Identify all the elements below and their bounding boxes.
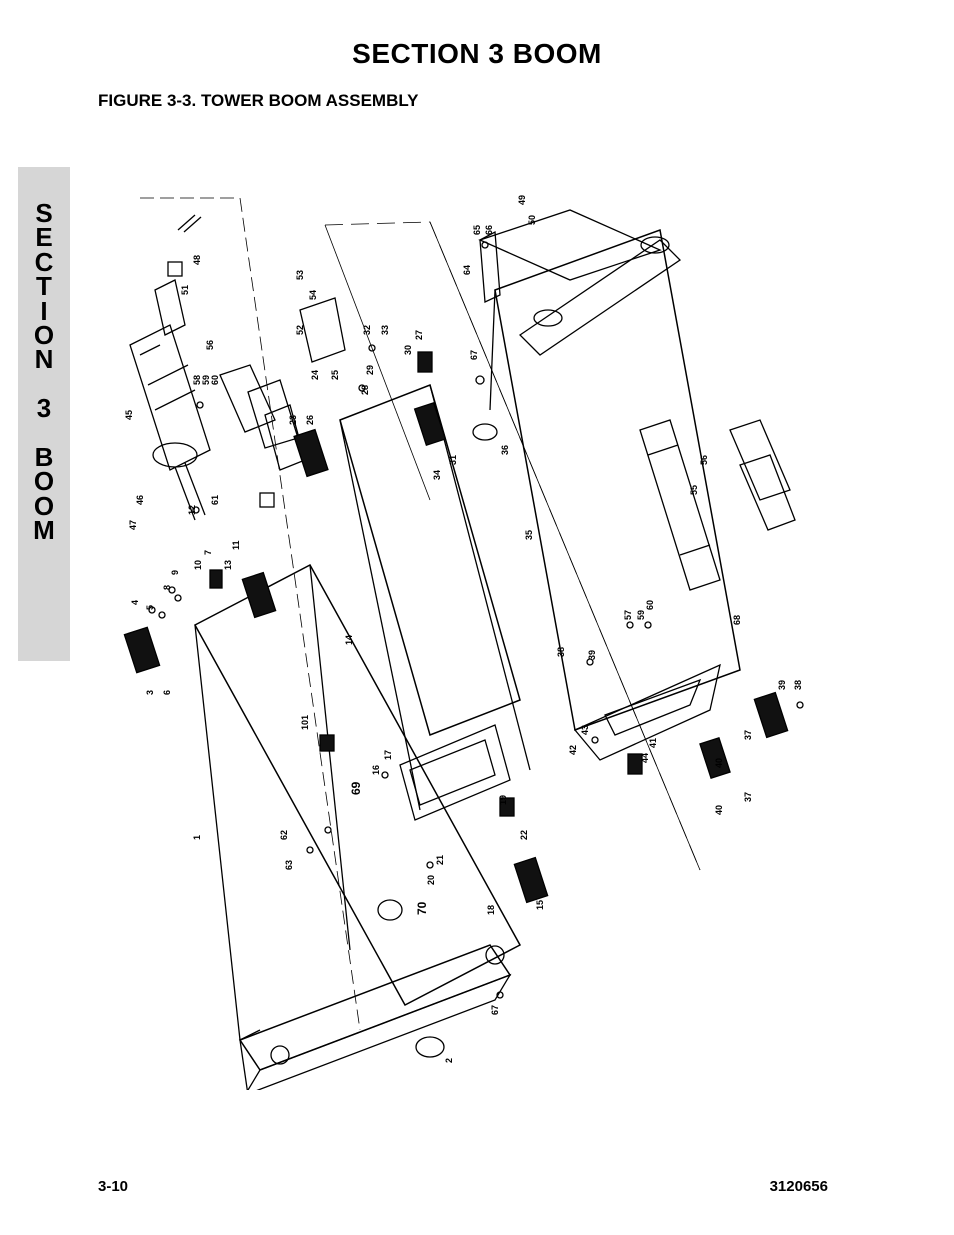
side-tab-letter: M [33, 515, 55, 546]
part-callout-62: 62 [279, 830, 289, 840]
part-callout-69: 69 [349, 781, 363, 795]
side-tab-letter: B [34, 441, 54, 472]
part-callout-59: 59 [636, 610, 646, 620]
part-callout-12: 12 [187, 505, 197, 515]
part-callout-23: 23 [288, 415, 298, 425]
part-callout-55: 55 [689, 485, 699, 495]
part-callout-47: 47 [128, 520, 138, 530]
part-callout-40: 40 [714, 758, 724, 768]
section-title: SECTION 3 BOOM [352, 38, 602, 69]
side-tab-letter: N [34, 344, 54, 375]
part-callout-35: 35 [524, 530, 534, 540]
part-callout-5: 5 [145, 605, 155, 610]
side-tab-letter: O [33, 490, 55, 521]
side-tab-letter: E [35, 222, 53, 253]
part-callout-42: 42 [568, 745, 578, 755]
part-callout-15: 15 [535, 900, 545, 910]
part-callout-22: 22 [519, 830, 529, 840]
part-callout-31: 31 [448, 455, 458, 465]
side-tab-letter: C [34, 246, 54, 277]
part-callout-27: 27 [414, 330, 424, 340]
part-callout-46: 46 [135, 495, 145, 505]
part-callout-39: 39 [777, 680, 787, 690]
part-callout-8: 8 [162, 585, 172, 590]
part-callout-37: 37 [743, 730, 753, 740]
part-callout-3: 3 [145, 690, 155, 695]
part-callout-29: 29 [365, 365, 375, 375]
part-callout-65: 65 [472, 225, 482, 235]
part-callout-67: 67 [469, 350, 479, 360]
part-callout-61: 61 [210, 495, 220, 505]
side-tab-letter: O [33, 319, 55, 350]
page-number: 3-10 [98, 1178, 129, 1195]
part-callout-56: 56 [205, 340, 215, 350]
part-callout-56: 56 [699, 455, 709, 465]
part-callout-43: 43 [580, 725, 590, 735]
side-tab-letter: I [40, 295, 48, 326]
part-callout-51: 51 [180, 285, 190, 295]
part-callout-66: 66 [484, 225, 494, 235]
part-callout-13: 13 [223, 560, 233, 570]
part-callout-11: 11 [231, 540, 241, 550]
part-callout-70: 70 [415, 901, 429, 915]
part-callout-44: 44 [640, 753, 650, 763]
side-tab-letter: 3 [36, 393, 52, 424]
part-callout-14: 14 [344, 635, 354, 645]
part-callout-9: 9 [170, 570, 180, 575]
part-callout-101: 101 [300, 715, 310, 730]
part-callout-4: 4 [130, 600, 140, 605]
part-callout-33: 33 [380, 325, 390, 335]
part-callout-7: 7 [203, 550, 213, 555]
part-callout-54: 54 [308, 290, 318, 300]
part-callout-1: 1 [192, 835, 202, 840]
part-callout-21: 21 [435, 855, 445, 865]
part-callout-38: 38 [793, 680, 803, 690]
part-callout-20: 20 [426, 875, 436, 885]
part-callout-30: 30 [403, 345, 413, 355]
side-tab-letter: O [33, 466, 55, 497]
part-callout-64: 64 [462, 265, 472, 275]
part-callout-17: 17 [383, 750, 393, 760]
figure-title: FIGURE 3-3. TOWER BOOM ASSEMBLY [98, 91, 419, 110]
part-callout-48: 48 [192, 255, 202, 265]
part-callout-49: 49 [517, 195, 527, 205]
part-callout-52: 52 [295, 325, 305, 335]
part-callout-36: 36 [500, 445, 510, 455]
part-callout-59: 59 [201, 375, 211, 385]
part-callout-25: 25 [330, 370, 340, 380]
part-callout-24: 24 [310, 370, 320, 380]
document-number: 3120656 [769, 1178, 828, 1195]
part-callout-37: 37 [743, 792, 753, 802]
part-callout-2: 2 [444, 1058, 454, 1063]
part-callout-50: 50 [527, 215, 537, 225]
part-callout-58: 58 [192, 375, 202, 385]
part-callout-32: 32 [362, 325, 372, 335]
part-callout-34: 34 [432, 470, 442, 480]
part-callout-60: 60 [645, 600, 655, 610]
part-callout-40: 40 [714, 805, 724, 815]
part-callout-39: 39 [587, 650, 597, 660]
part-callout-68: 68 [732, 615, 742, 625]
side-tab-letter: T [36, 271, 52, 302]
part-callout-38: 38 [556, 647, 566, 657]
part-callout-63: 63 [284, 860, 294, 870]
part-callout-6: 6 [162, 690, 172, 695]
part-callout-26: 26 [305, 415, 315, 425]
part-callout-19: 19 [498, 795, 508, 805]
side-tab-letter: S [35, 198, 53, 228]
part-callout-53: 53 [295, 270, 305, 280]
part-callout-67: 67 [490, 1005, 500, 1015]
part-callout-10: 10 [193, 560, 203, 570]
part-callout-18: 18 [486, 905, 496, 915]
part-callout-41: 41 [648, 738, 658, 748]
part-callout-16: 16 [371, 765, 381, 775]
part-callout-57: 57 [623, 610, 633, 620]
part-callout-28: 28 [360, 385, 370, 395]
part-callout-45: 45 [124, 410, 134, 420]
part-callout-60: 60 [210, 375, 220, 385]
